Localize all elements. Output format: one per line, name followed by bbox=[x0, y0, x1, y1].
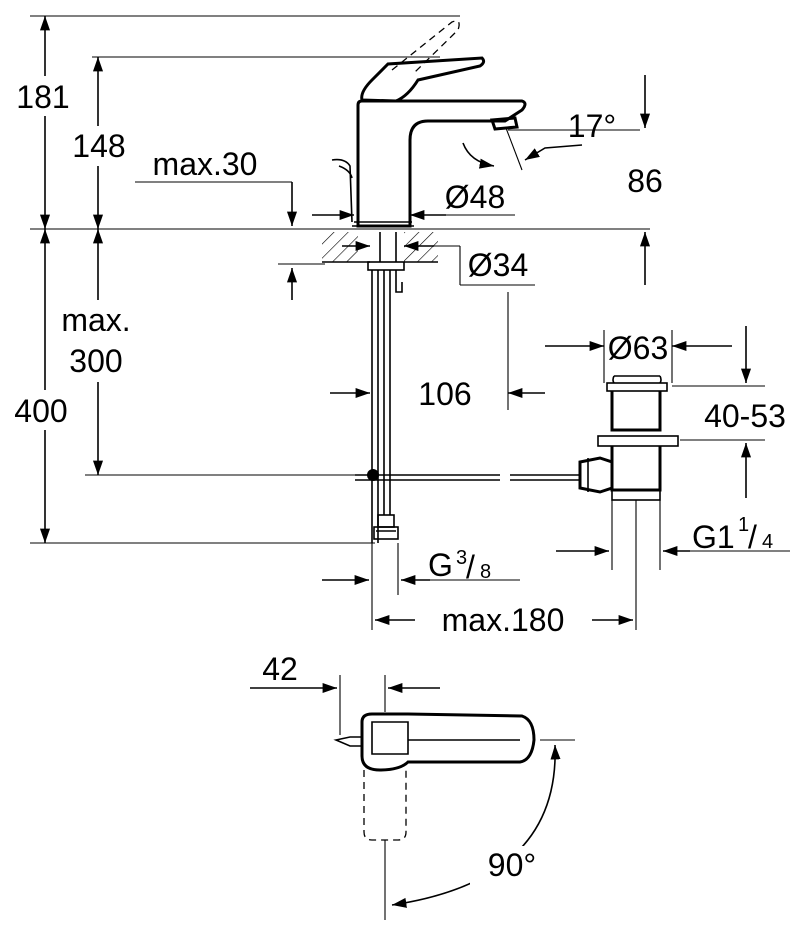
label-400: 400 bbox=[14, 393, 67, 429]
label-17deg: 17° bbox=[568, 108, 616, 144]
faucet-top-inner bbox=[371, 721, 409, 755]
angle-arrow-right bbox=[524, 144, 583, 161]
angle-arrow-left bbox=[462, 142, 495, 169]
label-g1: G1 bbox=[692, 519, 735, 555]
label-g1-num: 1 bbox=[738, 514, 749, 536]
hose-connector bbox=[377, 514, 395, 528]
countertop-hatch-left bbox=[322, 232, 358, 262]
waste-flange bbox=[606, 382, 668, 392]
label-g1-slash: / bbox=[748, 519, 757, 555]
shank-clip bbox=[395, 270, 403, 293]
faucet-body bbox=[356, 99, 527, 228]
label-max180: max.180 bbox=[442, 602, 565, 638]
label-g1-den: 4 bbox=[762, 531, 773, 553]
waste-side-connector bbox=[578, 456, 614, 494]
label-148: 148 bbox=[72, 128, 125, 164]
hose-nut bbox=[373, 526, 399, 540]
label-106: 106 bbox=[418, 376, 471, 412]
label-g38-den: 8 bbox=[480, 561, 491, 583]
popup-rod-knob bbox=[338, 165, 353, 179]
side-view: 181 148 400 max. 300 max.30 Ø48 Ø34 bbox=[5, 15, 790, 638]
label-86: 86 bbox=[627, 163, 663, 199]
faucet-lever bbox=[360, 56, 486, 103]
label-g38-num: 3 bbox=[456, 547, 467, 569]
lever-rotated-outline bbox=[363, 770, 407, 841]
label-42: 42 bbox=[262, 651, 298, 687]
label-181: 181 bbox=[16, 79, 69, 115]
label-300: 300 bbox=[69, 343, 122, 379]
popup-knob-top bbox=[333, 736, 363, 747]
mounting-nut bbox=[367, 261, 405, 271]
waste-body-lower bbox=[610, 446, 662, 492]
popup-rod bbox=[331, 158, 353, 223]
label-d48: Ø48 bbox=[445, 179, 505, 215]
label-max30: max.30 bbox=[153, 146, 258, 182]
label-max: max. bbox=[61, 302, 130, 338]
lever-raised-outline bbox=[391, 20, 460, 73]
waste-nut bbox=[597, 435, 679, 447]
countertop-hatch-right bbox=[404, 232, 438, 262]
label-d34: Ø34 bbox=[468, 247, 528, 283]
label-g38-slash: / bbox=[466, 549, 475, 585]
angle-spout-line bbox=[505, 127, 523, 171]
aerator bbox=[489, 116, 519, 131]
top-view: 42 90° bbox=[250, 651, 575, 920]
label-90deg: 90° bbox=[488, 847, 536, 883]
waste-body-upper bbox=[610, 391, 662, 432]
waste-plug-sides bbox=[612, 375, 662, 384]
label-g38: G bbox=[428, 547, 453, 583]
rod-clamp bbox=[367, 469, 379, 481]
label-d63: Ø63 bbox=[608, 330, 668, 366]
label-4053: 40-53 bbox=[704, 398, 786, 434]
